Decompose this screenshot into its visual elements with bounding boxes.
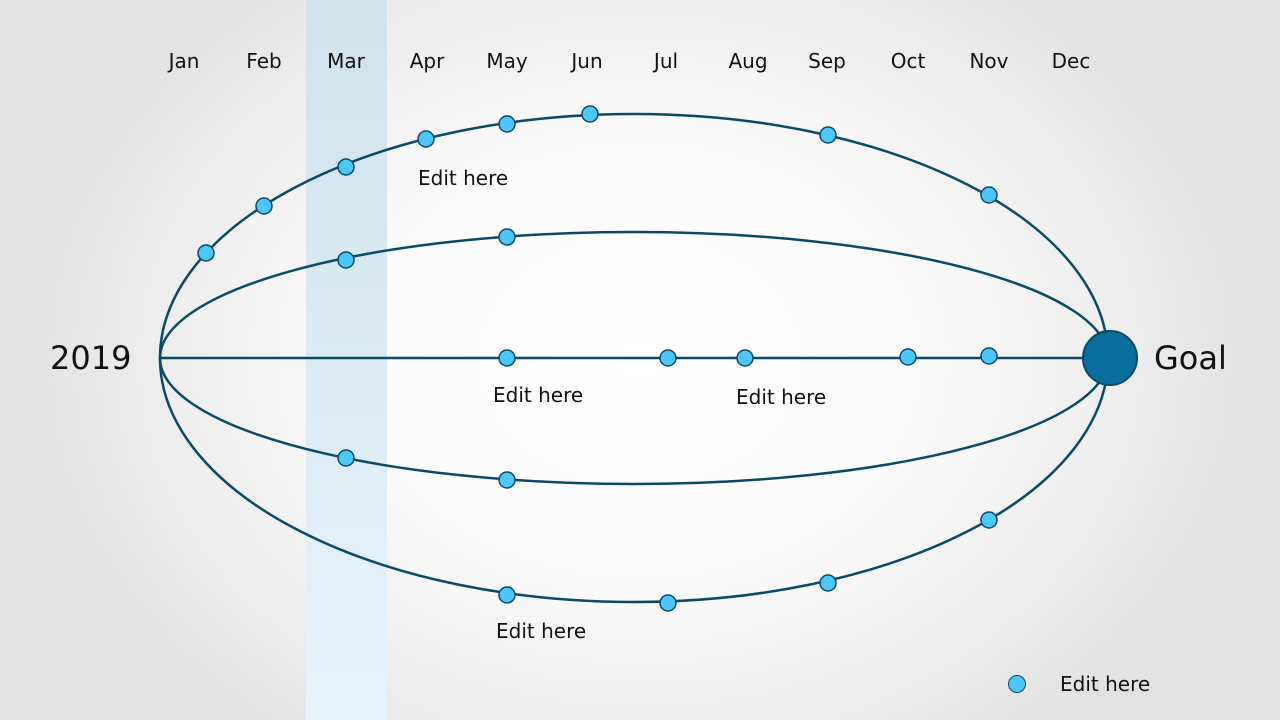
milestone-dot[interactable] bbox=[659, 594, 677, 612]
milestone-dot[interactable] bbox=[337, 449, 355, 467]
goal-marker[interactable] bbox=[1082, 330, 1138, 386]
month-label-sep: Sep bbox=[808, 49, 846, 73]
milestone-dot[interactable] bbox=[736, 349, 754, 367]
note-top[interactable]: Edit here bbox=[418, 166, 509, 190]
milestone-dot[interactable] bbox=[498, 115, 516, 133]
milestone-dot[interactable] bbox=[498, 471, 516, 489]
milestone-dot[interactable] bbox=[899, 348, 917, 366]
milestone-dot[interactable] bbox=[337, 251, 355, 269]
milestone-dot[interactable] bbox=[498, 349, 516, 367]
milestone-dot[interactable] bbox=[498, 228, 516, 246]
note-middle-left[interactable]: Edit here bbox=[493, 383, 584, 407]
note-middle-right[interactable]: Edit here bbox=[736, 385, 827, 409]
month-label-aug: Aug bbox=[728, 49, 768, 73]
goal-label: Goal bbox=[1154, 339, 1227, 377]
note-bottom[interactable]: Edit here bbox=[496, 619, 587, 643]
milestone-dot[interactable] bbox=[980, 511, 998, 529]
month-label-dec: Dec bbox=[1051, 49, 1091, 73]
milestone-dot[interactable] bbox=[980, 347, 998, 365]
month-label-jun: Jun bbox=[571, 49, 603, 73]
month-label-feb: Feb bbox=[246, 49, 282, 73]
milestone-dot[interactable] bbox=[255, 197, 273, 215]
start-year-label: 2019 bbox=[50, 339, 132, 377]
milestone-dot[interactable] bbox=[337, 158, 355, 176]
milestone-dot[interactable] bbox=[197, 244, 215, 262]
milestone-dot[interactable] bbox=[980, 186, 998, 204]
milestone-dot[interactable] bbox=[819, 574, 837, 592]
milestone-dot[interactable] bbox=[659, 349, 677, 367]
milestone-dot[interactable] bbox=[498, 586, 516, 604]
month-label-oct: Oct bbox=[890, 49, 926, 73]
month-label-nov: Nov bbox=[969, 49, 1009, 73]
milestone-dot[interactable] bbox=[417, 130, 435, 148]
highlighted-month-band bbox=[306, 0, 387, 720]
month-label-jan: Jan bbox=[168, 49, 200, 73]
legend-dot-icon bbox=[1008, 675, 1026, 693]
milestone-dot[interactable] bbox=[581, 105, 599, 123]
month-label-apr: Apr bbox=[409, 49, 445, 73]
month-label-jul: Jul bbox=[653, 49, 679, 73]
month-label-mar: Mar bbox=[327, 49, 365, 73]
legend-label[interactable]: Edit here bbox=[1060, 672, 1151, 696]
milestone-dot[interactable] bbox=[819, 126, 837, 144]
month-label-may: May bbox=[486, 49, 528, 73]
